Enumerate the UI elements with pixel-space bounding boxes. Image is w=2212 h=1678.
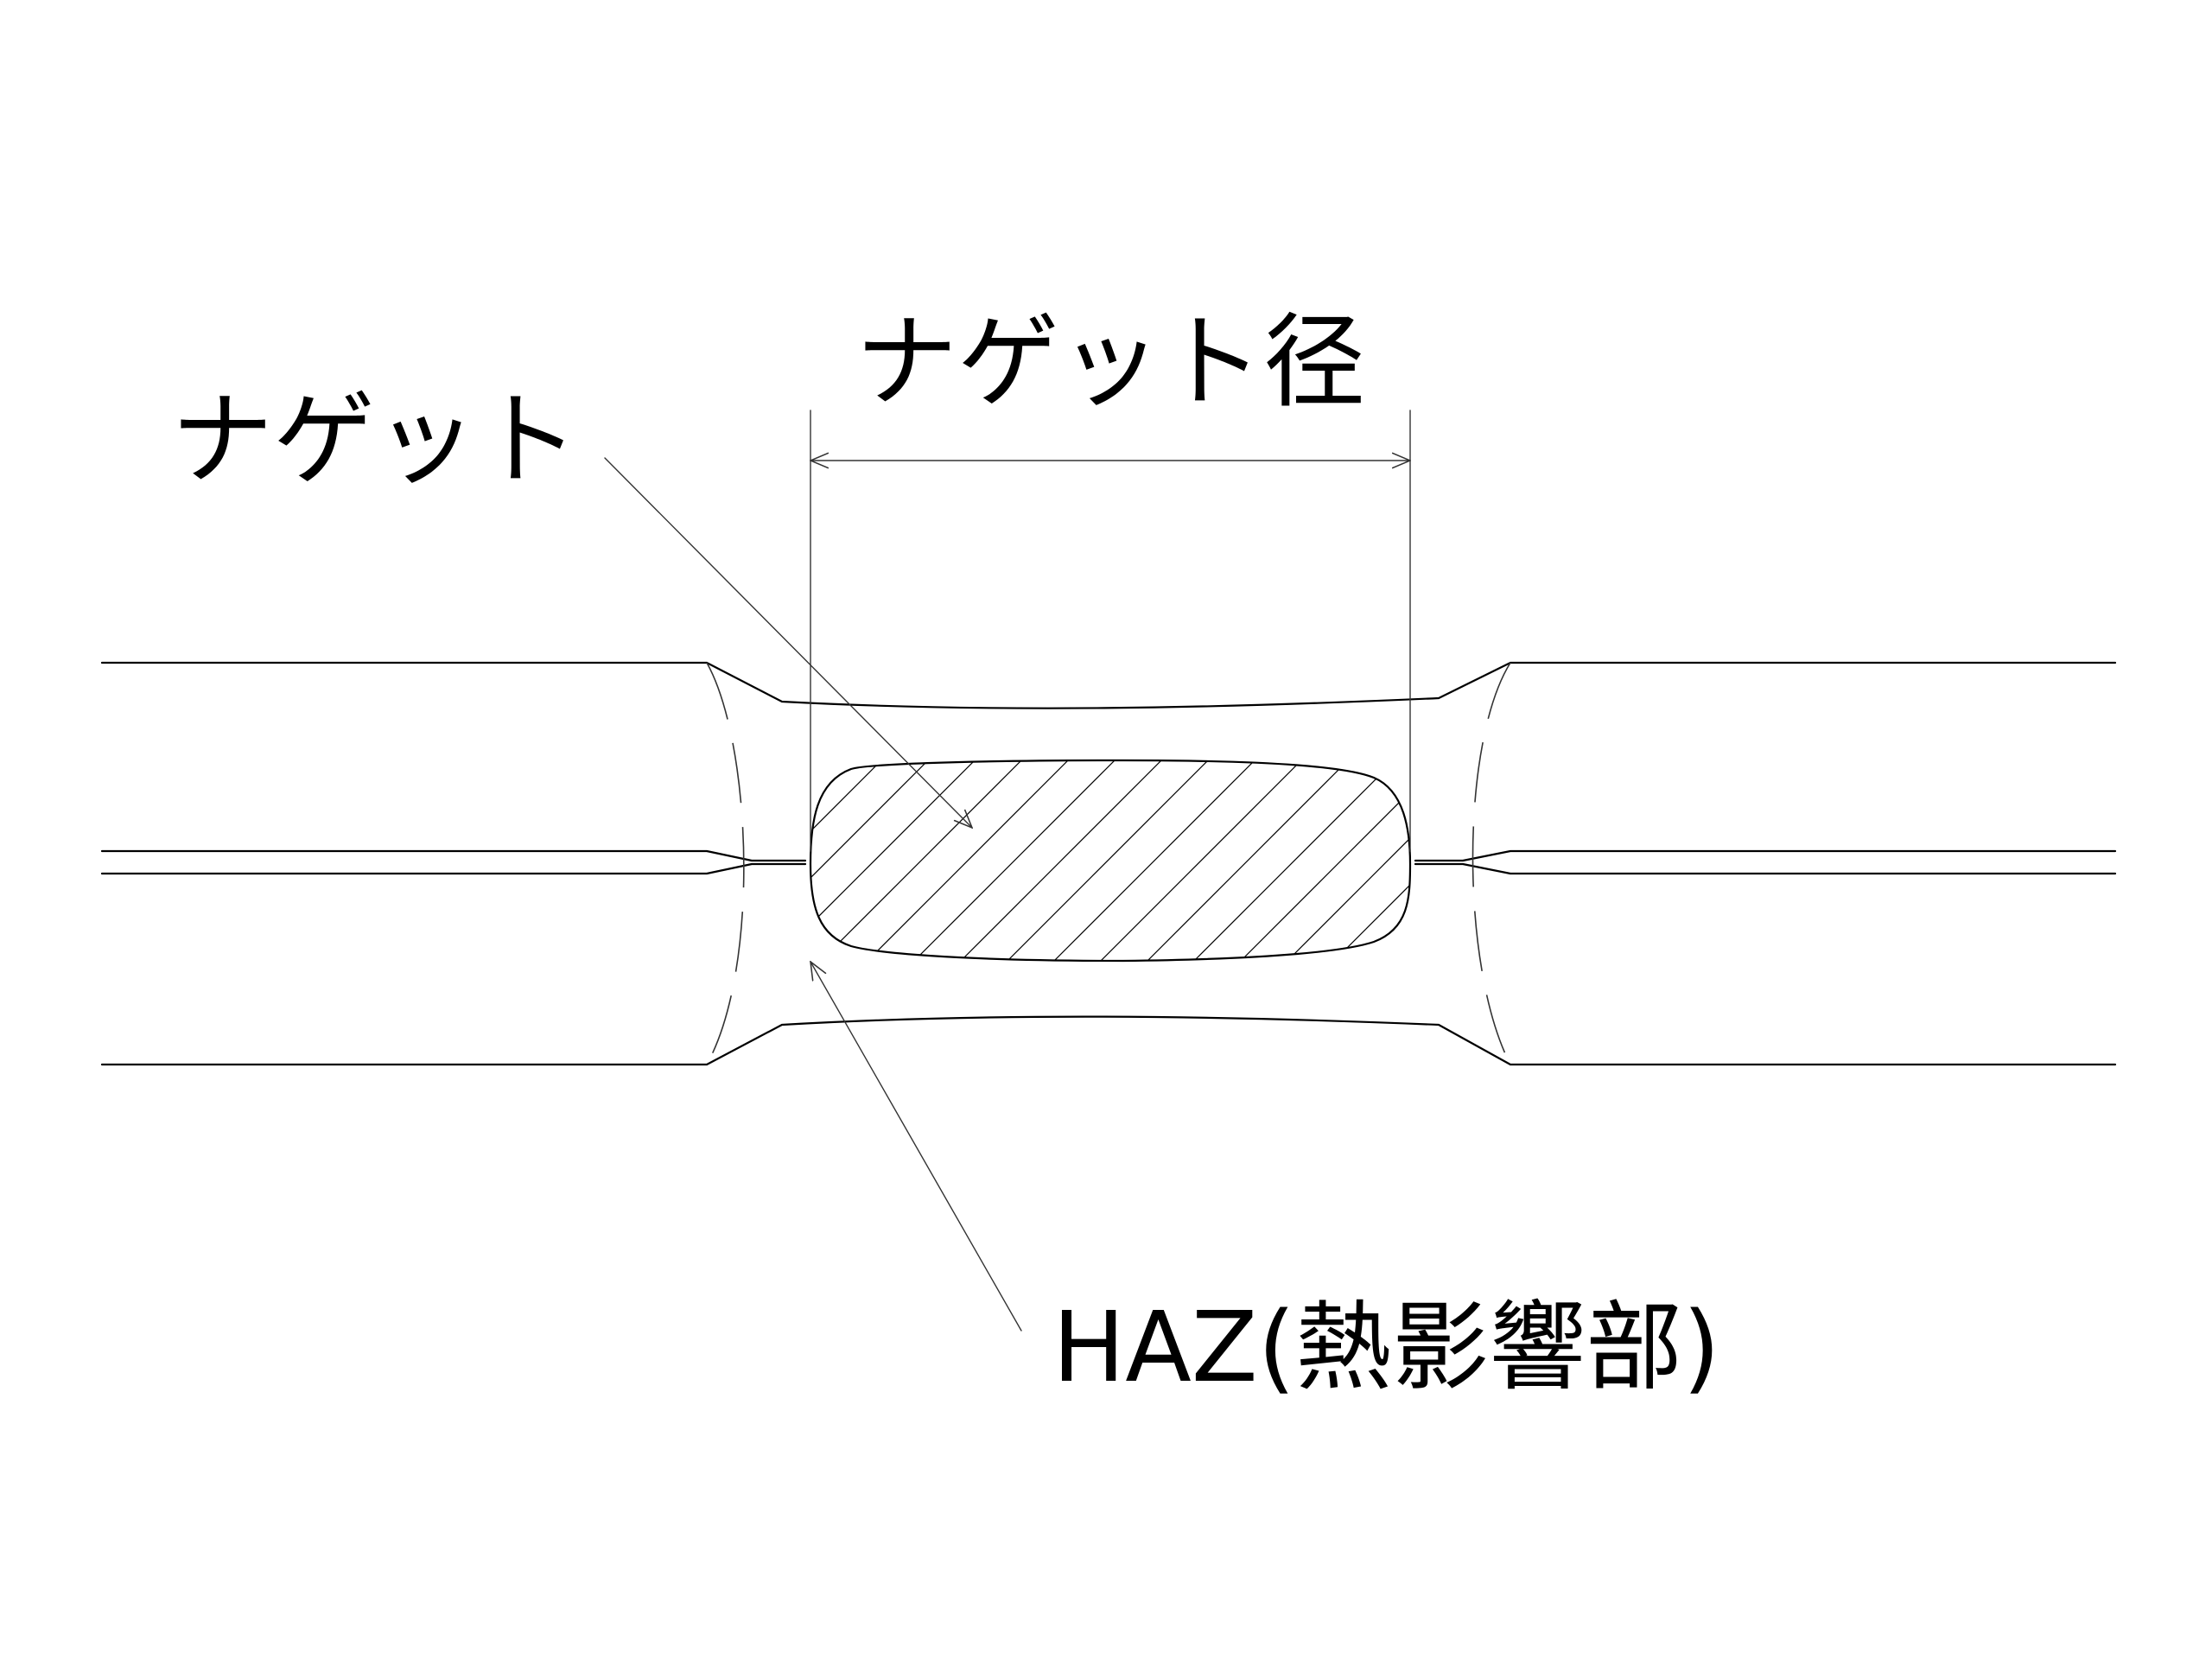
hatch-line [1076, 760, 1319, 961]
haz-label: HAZ(熱影響部) [1052, 1292, 1720, 1404]
upper-sheet-bottom-edge-right [1414, 849, 2117, 862]
nugget-leader-line [604, 457, 972, 828]
lower-sheet-top-edge-right [1414, 862, 2117, 875]
nugget-diameter-label: ナゲット径 [855, 302, 1365, 422]
upper-sheet-bottom-edge-left [100, 849, 807, 862]
lower-sheet-top-edge-left [100, 862, 807, 875]
hatch-line [1309, 760, 1410, 961]
hatch-line [1262, 760, 1410, 961]
lower-sheet [100, 862, 2117, 1066]
haz-leader-line [810, 962, 1022, 1332]
hatch-line [1169, 760, 1410, 961]
nugget-outline [809, 759, 1412, 963]
haz-boundary-right [1471, 662, 1511, 1065]
upper-sheet-top-edge [100, 661, 2117, 709]
hatch-line [1216, 760, 1410, 961]
nugget-label: ナゲット [171, 380, 579, 499]
upper-sheet [100, 661, 2117, 862]
hatch-line [1122, 760, 1366, 961]
lower-sheet-bottom-edge [100, 1015, 2117, 1066]
nugget-hatching [810, 743, 1692, 985]
hatch-line [842, 760, 1086, 961]
hatch-line [889, 760, 1133, 961]
hatch-line [982, 760, 1226, 961]
hatch-line [810, 760, 899, 961]
haz-boundary-left [706, 662, 745, 1065]
hatch-line [936, 760, 1179, 961]
hatch-line [810, 760, 993, 961]
hatch-line [1029, 760, 1273, 961]
hatch-line [810, 760, 946, 961]
nugget [809, 743, 1692, 985]
nugget-diameter-dimension [810, 410, 1410, 852]
hatch-line [1450, 743, 1692, 985]
